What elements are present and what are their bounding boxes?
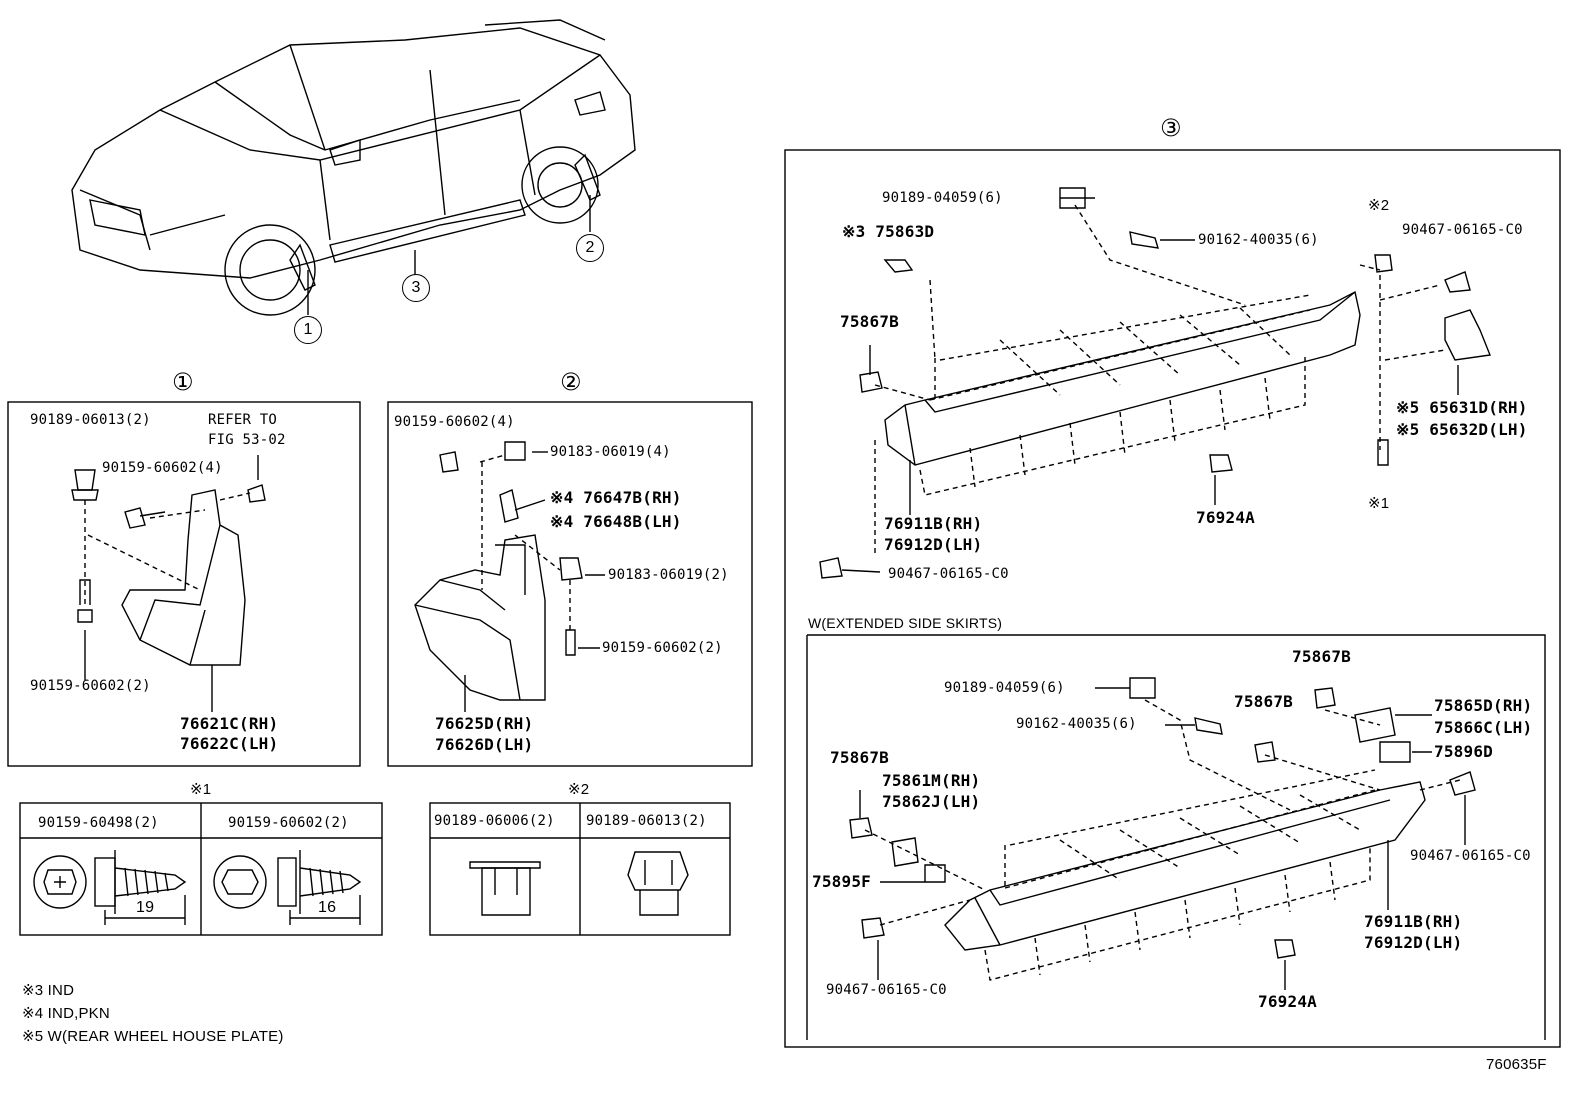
car-callout-3: 3 [402,274,430,302]
p3b-part-90162-40035: 90162-40035(6) [1016,716,1137,732]
p3b-part-75896d: 75896D [1434,742,1493,761]
p1-part-90159-60602-2: 90159-60602(2) [30,678,151,694]
p3-part-65631d: ※5 65631D(RH) [1396,398,1528,417]
car-callout-2: 2 [576,234,604,262]
note-3: ※3 IND [22,982,75,999]
p1-refer-to: REFER TO [208,412,278,428]
p2-part-90159-60602-2: 90159-60602(2) [602,640,723,656]
p3b-part-76912d: 76912D(LH) [1364,933,1463,952]
p3-mark-2: ※2 [1368,197,1390,214]
p3-part-75863d: ※3 75863D [842,222,935,241]
p3-mark-1: ※1 [1368,495,1390,512]
table1-mark: ※1 [190,781,212,798]
table2-col2-header: 90189-06013(2) [586,813,707,829]
p3-part-90467-06165-left: 90467-06165-C0 [888,566,1009,582]
note-5: ※5 W(REAR WHEEL HOUSE PLATE) [22,1028,284,1045]
p3b-part-75862j: 75862J(LH) [882,792,981,811]
table2-col1-header: 90189-06006(2) [434,813,555,829]
p3b-part-76924a: 76924A [1258,992,1317,1011]
table1-col2-header: 90159-60602(2) [228,815,349,831]
panel3-heading: ③ [1160,115,1182,142]
p3b-part-75895f: 75895F [812,872,871,891]
p3b-part-75866c: 75866C(LH) [1434,718,1533,737]
note-4: ※4 IND,PKN [22,1005,110,1022]
p3b-part-75861m: 75861M(RH) [882,771,981,790]
p3b-part-76911b: 76911B(RH) [1364,912,1463,931]
p2-part-76647b: ※4 76647B(RH) [550,488,682,507]
p3b-part-75867b-left: 75867B [830,748,889,767]
p3b-part-75865d: 75865D(RH) [1434,696,1533,715]
table1-length-16: 16 [318,899,337,916]
p2-mudguard-rh: 76625D(RH) [435,714,534,733]
p3-part-90467-06165-top: 90467-06165-C0 [1402,222,1523,238]
p3-part-75867b: 75867B [840,312,899,331]
table2-mark: ※2 [568,781,590,798]
p1-mudguard-rh: 76621C(RH) [180,714,279,733]
table1-col1-header: 90159-60498(2) [38,815,159,831]
p3b-part-75867b-mid: 75867B [1234,692,1293,711]
p1-part-90189-06013: 90189-06013(2) [30,412,151,428]
p3b-part-90467-06165-right: 90467-06165-C0 [1410,848,1531,864]
p2-part-76648b: ※4 76648B(LH) [550,512,682,531]
p1-refer-fig: FIG 53-02 [208,432,286,448]
p3-part-76924a: 76924A [1196,508,1255,527]
p1-part-90159-60602-4: 90159-60602(4) [102,460,223,476]
p2-part-90183-06019-4: 90183-06019(4) [550,444,671,460]
table1-length-19: 19 [136,899,155,916]
p2-part-90159-60602-4: 90159-60602(4) [394,414,515,430]
p2-mudguard-lh: 76626D(LH) [435,735,534,754]
p3-part-90189-04059: 90189-04059(6) [882,190,1003,206]
car-callout-1: 1 [294,316,322,344]
p3b-part-90189-04059: 90189-04059(6) [944,680,1065,696]
p3b-part-75867b-top: 75867B [1292,647,1351,666]
p3b-part-90467-06165-left: 90467-06165-C0 [826,982,947,998]
p2-part-90183-06019-2: 90183-06019(2) [608,567,729,583]
extended-side-skirts-title: W(EXTENDED SIDE SKIRTS) [808,615,1003,631]
p3-part-90162-40035: 90162-40035(6) [1198,232,1319,248]
panel2-heading: ② [560,369,582,396]
p3-part-76911b: 76911B(RH) [884,514,983,533]
p1-mudguard-lh: 76622C(LH) [180,734,279,753]
p3-part-76912d: 76912D(LH) [884,535,983,554]
car-illustration [71,19,636,316]
figure-id: 760635F [1486,1056,1547,1073]
p3-part-65632d: ※5 65632D(LH) [1396,420,1528,439]
panel1-heading: ① [172,369,194,396]
